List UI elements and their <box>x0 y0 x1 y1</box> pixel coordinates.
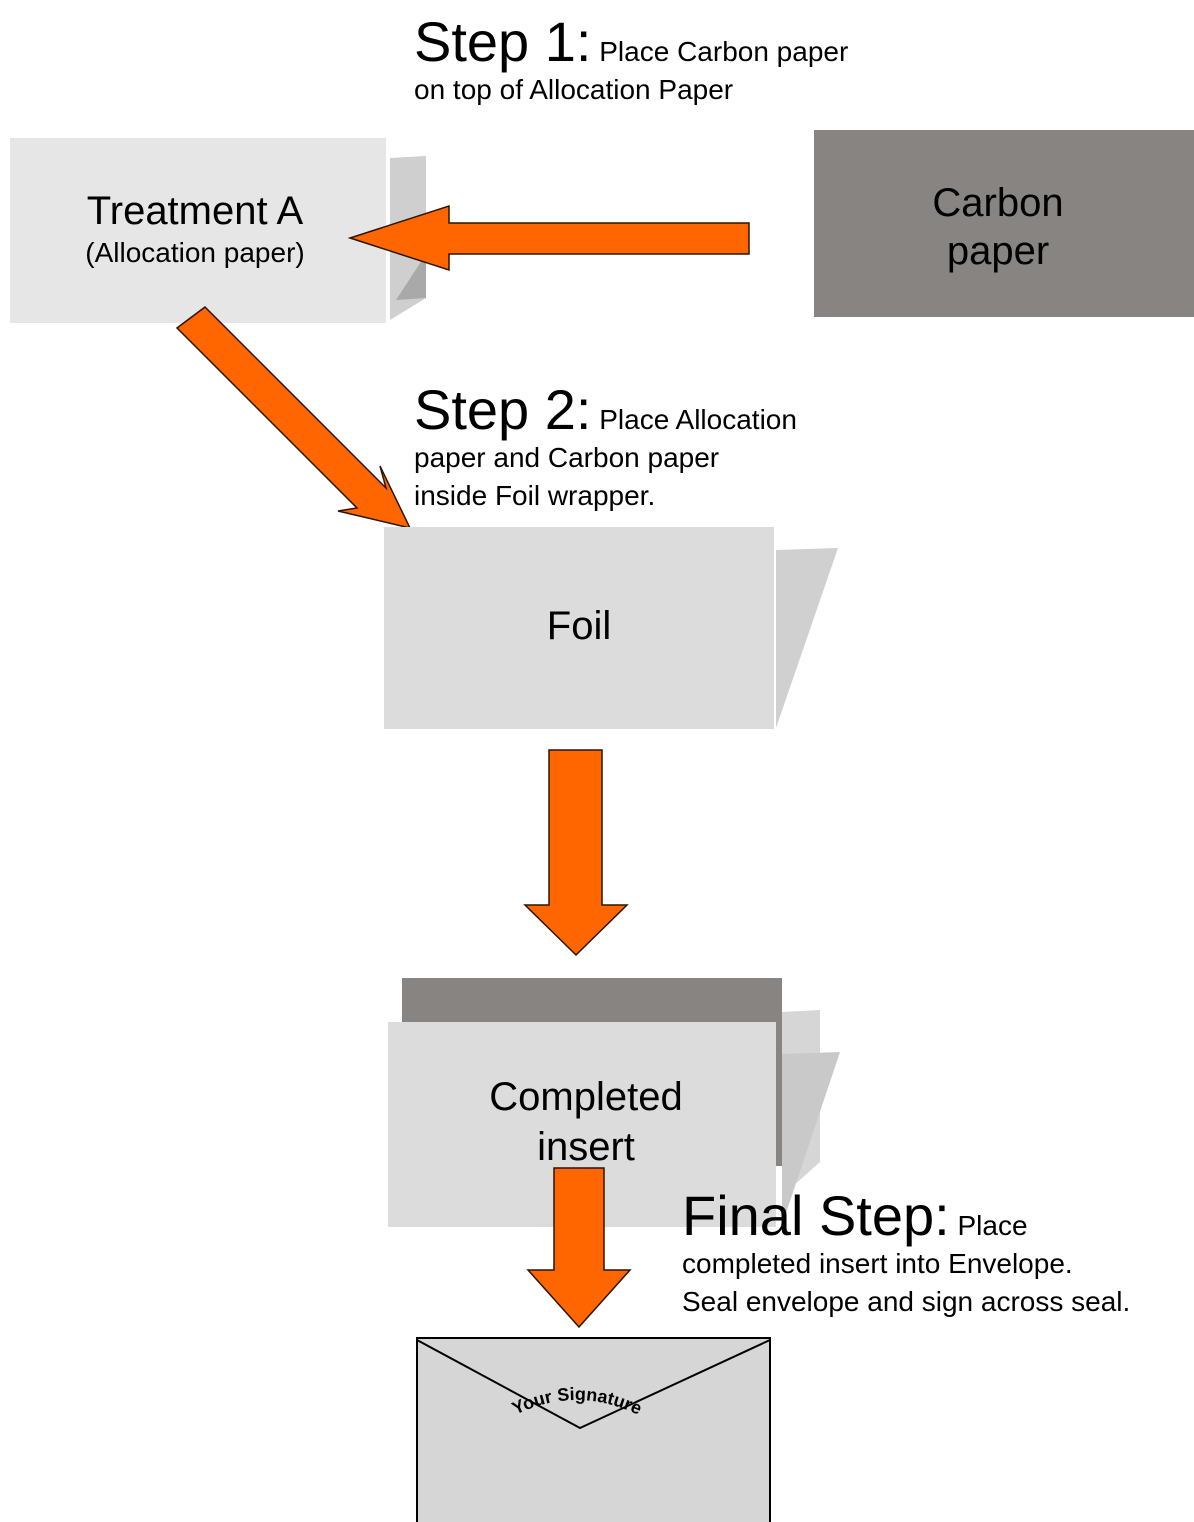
step-2-caption: Step 2: Place Allocation paper and Carbo… <box>414 382 874 515</box>
carbon-paper-label-line1: Carbon <box>932 181 1063 225</box>
arrow-left <box>347 204 750 272</box>
arrow-down-1 <box>523 749 629 957</box>
completed-insert-carbon-edge <box>776 1022 782 1166</box>
completed-insert-label-line2: insert <box>537 1125 635 1169</box>
completed-insert-carbon-layer <box>402 978 782 1028</box>
step-2-line-1: Place Allocation <box>599 404 797 435</box>
allocation-paper-sheet <box>10 138 386 323</box>
step-2-line-2: paper and Carbon paper <box>414 442 720 473</box>
completed-insert-label-line1: Completed <box>489 1075 682 1119</box>
completed-insert-shadow-2 <box>782 1052 840 1225</box>
foil-sheet <box>384 527 774 729</box>
carbon-paper-label-line2: paper <box>947 229 1049 273</box>
envelope: Your Signature <box>416 1337 771 1522</box>
final-step-line-2: completed insert into Envelope. <box>682 1248 1073 1279</box>
step-2-line-3: inside Foil wrapper. <box>414 480 656 511</box>
carbon-paper-box: Carbon paper <box>814 130 1194 317</box>
foil-label: Foil <box>547 604 611 648</box>
step-1-caption: Step 1: Place Carbon paper on top of All… <box>414 14 934 109</box>
step-1-line-1: Place Carbon paper <box>599 36 849 67</box>
final-step-heading: Final Step: <box>682 1184 950 1247</box>
carbon-paper-sheet <box>814 130 1194 317</box>
step-2-heading: Step 2: <box>414 378 592 441</box>
envelope-body <box>416 1337 771 1522</box>
foil-shadow <box>776 548 838 728</box>
foil-box: Foil <box>384 527 838 729</box>
step-1-line-2: on top of Allocation Paper <box>414 74 734 105</box>
treatment-a-title: Treatment A <box>87 189 304 233</box>
arrow-down-2 <box>526 1167 632 1329</box>
allocation-paper-box: Treatment A (Allocation paper) <box>10 138 426 323</box>
arrow-diagonal <box>175 306 412 530</box>
final-step-line-1: Place <box>957 1210 1028 1241</box>
final-step-line-3: Seal envelope and sign across seal. <box>682 1286 1131 1317</box>
step-1-heading: Step 1: <box>414 10 592 73</box>
allocation-paper-shadow-edge <box>396 254 426 300</box>
treatment-a-subtitle: (Allocation paper) <box>85 237 304 268</box>
envelope-flap <box>416 1339 771 1430</box>
final-step-caption: Final Step: Place completed insert into … <box>682 1188 1194 1321</box>
